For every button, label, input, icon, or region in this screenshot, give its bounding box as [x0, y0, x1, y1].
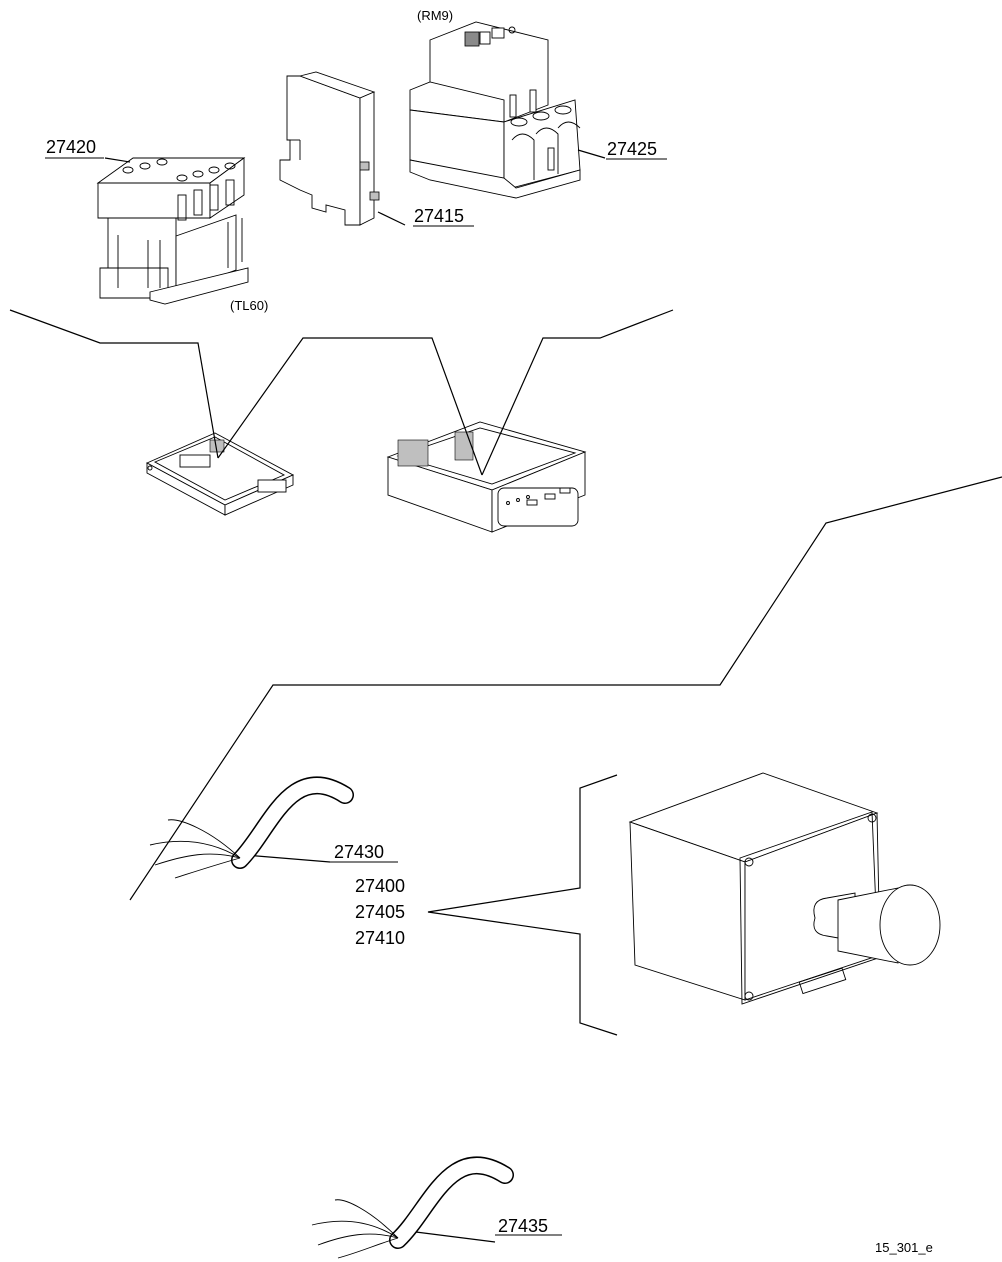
part-number-27415: 27415 — [414, 206, 464, 226]
part-number-27425: 27425 — [607, 139, 657, 159]
open-enclosure-large-drawing — [386, 421, 587, 533]
enclosure-with-gland-drawing — [628, 772, 941, 1005]
part-number-27420: 27420 — [46, 137, 96, 157]
part-number-27400: 27400 — [355, 876, 405, 896]
figure-id: 15_301_e — [875, 1240, 933, 1255]
terminal-block-drawing — [279, 71, 380, 226]
tl60-label: (TL60) — [230, 298, 268, 313]
leader-lines — [9, 149, 1002, 1243]
open-enclosure-small-drawing — [145, 432, 295, 516]
cable-27435-drawing — [311, 1156, 514, 1259]
motor-protector-drawing — [409, 21, 581, 199]
cable-27430-drawing — [149, 776, 354, 879]
rm9-label: (RM9) — [417, 8, 453, 23]
part-number-27410: 27410 — [355, 928, 405, 948]
part-number-27435: 27435 — [498, 1216, 548, 1236]
part-number-27430: 27430 — [334, 842, 384, 862]
part-number-27405: 27405 — [355, 902, 405, 922]
contactor-drawing — [96, 157, 249, 305]
